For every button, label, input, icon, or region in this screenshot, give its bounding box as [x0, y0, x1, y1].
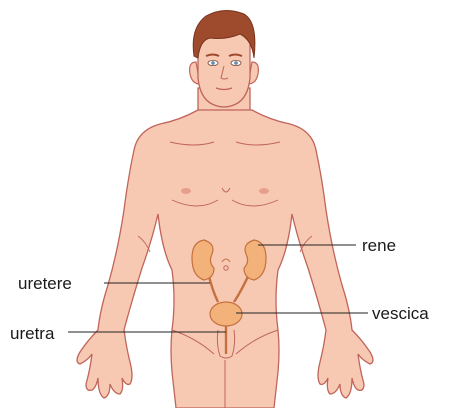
bladder	[210, 302, 242, 326]
iris-right	[234, 61, 238, 65]
nipple-left	[181, 188, 191, 194]
nipple-right	[259, 188, 269, 194]
kidney-left	[192, 240, 214, 280]
label-bladder: vescica	[372, 305, 429, 322]
label-urethra: uretra	[10, 325, 54, 342]
kidney-right	[244, 240, 266, 280]
label-kidney: rene	[362, 237, 396, 254]
iris-left	[211, 61, 215, 65]
label-ureter: uretere	[18, 275, 72, 292]
